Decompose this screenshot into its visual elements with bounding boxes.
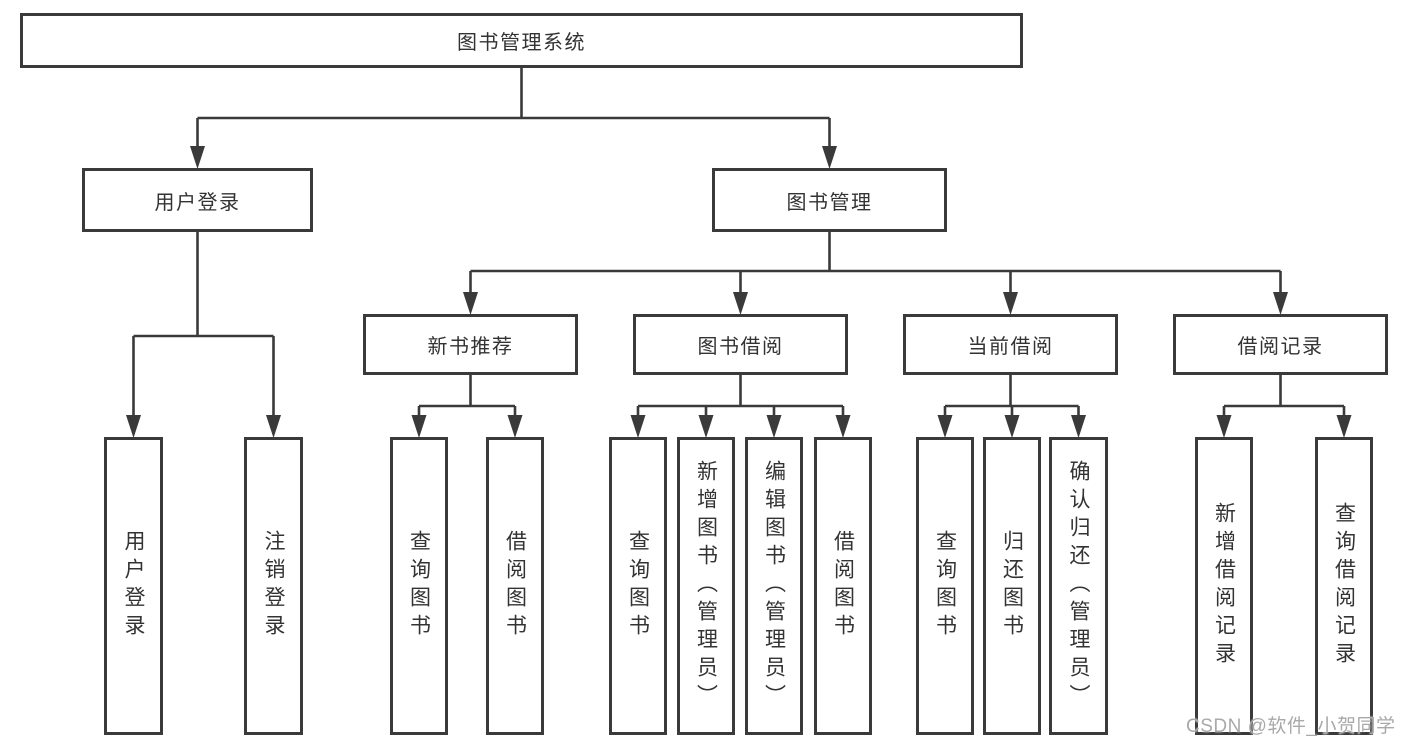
node-label: 查询图书 xyxy=(407,530,431,642)
node-label: 借阅记录 xyxy=(1237,336,1324,358)
arrowhead-icon xyxy=(1071,415,1086,438)
node-bb-borrow: 借阅图书 xyxy=(814,437,872,735)
arrowhead-icon xyxy=(411,415,427,438)
node-cur-borrow: 当前借阅 xyxy=(903,314,1118,375)
arrowhead-icon xyxy=(835,415,851,438)
arrowhead-icon xyxy=(1003,292,1018,315)
node-bor-records: 借阅记录 xyxy=(1173,314,1388,375)
node-bb-query: 查询图书 xyxy=(609,437,667,735)
node-label: 新增借阅记录 xyxy=(1212,502,1236,670)
arrowhead-icon xyxy=(463,292,478,315)
arrowhead-icon xyxy=(630,415,646,438)
node-bb-add: 新增图书（管理员） xyxy=(677,437,735,735)
node-new-rec: 新书推荐 xyxy=(363,314,578,375)
node-label: 借阅图书 xyxy=(503,530,527,642)
arrowhead-icon xyxy=(1336,415,1352,438)
node-label: 图书管理 xyxy=(786,191,873,214)
node-label: 图书借阅 xyxy=(697,336,784,358)
arrowhead-icon xyxy=(733,292,748,315)
node-label: 当前借阅 xyxy=(967,336,1054,358)
node-label: 确认归还（管理员） xyxy=(1067,460,1090,712)
arrowhead-icon xyxy=(1273,292,1288,315)
node-login: 用户登录 xyxy=(104,437,163,735)
node-label: 查询图书 xyxy=(626,530,650,642)
node-label: 用户登录 xyxy=(154,191,241,214)
node-label: 注销登录 xyxy=(262,530,285,642)
node-user-login: 用户登录 xyxy=(82,168,313,232)
watermark: CSDN @软件_小贺同学 xyxy=(1186,716,1396,737)
node-label: 编辑图书（管理员） xyxy=(762,460,786,712)
node-br-query: 查询借阅记录 xyxy=(1315,437,1373,735)
node-rec-borrow: 借阅图书 xyxy=(486,437,544,735)
arrowhead-icon xyxy=(766,415,782,438)
arrowhead-icon xyxy=(507,415,523,438)
node-label: 新增图书（管理员） xyxy=(694,460,718,712)
node-label: 查询图书 xyxy=(933,530,957,642)
arrowhead-icon xyxy=(822,146,837,169)
node-label: 用户登录 xyxy=(122,530,145,642)
node-label: 归还图书 xyxy=(1000,530,1024,642)
arrowhead-icon xyxy=(190,146,205,169)
arrowhead-icon xyxy=(1004,415,1020,438)
arrowhead-icon xyxy=(126,415,141,438)
node-cb-query: 查询图书 xyxy=(916,437,974,735)
node-label: 查询借阅记录 xyxy=(1332,502,1356,670)
node-book-mgmt: 图书管理 xyxy=(712,168,947,232)
node-label: 图书管理系统 xyxy=(457,32,586,54)
node-br-add: 新增借阅记录 xyxy=(1195,437,1253,735)
arrowhead-icon xyxy=(1216,415,1232,438)
node-cb-confirm: 确认归还（管理员） xyxy=(1049,437,1108,735)
arrowhead-icon xyxy=(937,415,953,438)
arrowhead-icon xyxy=(698,415,714,438)
node-rec-query: 查询图书 xyxy=(390,437,448,735)
node-bb-edit: 编辑图书（管理员） xyxy=(745,437,803,735)
node-book-borrow: 图书借阅 xyxy=(633,314,848,375)
node-root: 图书管理系统 xyxy=(20,13,1023,68)
node-label: 借阅图书 xyxy=(831,530,855,642)
arrowhead-icon xyxy=(266,415,281,438)
node-cb-return: 归还图书 xyxy=(983,437,1041,735)
node-label: 新书推荐 xyxy=(427,336,514,358)
node-logout: 注销登录 xyxy=(244,437,303,735)
